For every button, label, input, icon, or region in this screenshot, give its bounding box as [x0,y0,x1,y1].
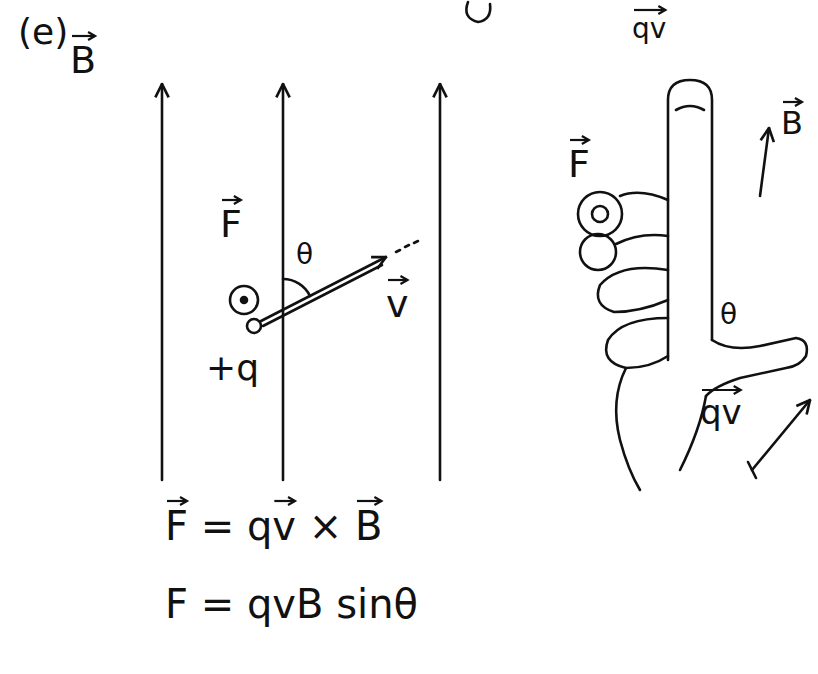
vector-arrow-shaft [357,500,381,502]
symbol-label: B [781,104,803,142]
hand-middle-finger [616,235,668,244]
vector-arrow-shaft [702,389,741,391]
field-line [282,84,285,480]
symbol-label: v [386,282,409,328]
fingertip-circle [592,206,608,222]
out-of-page-dot [241,297,247,303]
angle-arc [283,279,310,296]
vector-arrow-shaft [634,9,665,11]
symbol-label: B [70,38,96,84]
symbol-label: θ [296,238,313,272]
hand-middle-finger [620,193,668,200]
symbol-label: (e) [18,10,68,53]
velocity-vector [261,257,386,321]
hand-thumb [706,338,807,396]
dotted-continuation [396,241,418,252]
field-line [161,84,164,480]
symbol-label: F [220,202,242,248]
equation: F = qvB sinθ [165,580,418,628]
out-of-page-symbol [230,286,258,314]
velocity-direction-arrow [752,400,810,470]
field-direction-arrow [760,128,769,196]
symbol-label: qv [632,12,666,46]
symbol-label: θ [720,298,737,332]
field-line [439,84,442,480]
symbol-label: qv [700,392,742,433]
hand-curled-finger [598,268,668,312]
partial-sketch [466,2,490,22]
velocity-vector [263,265,382,326]
symbol-label: F [568,142,590,188]
charge [247,319,261,333]
symbol-label: +q [206,346,259,389]
hand-palm [616,368,640,490]
hand-curled-finger [606,318,668,368]
hand-index-finger [668,80,712,360]
hand-nail [676,106,704,110]
fingertip-circle [578,192,622,236]
equation: F = qv × B [165,502,382,550]
velocity-direction-arrow [748,462,756,478]
fingertip-circle [580,234,616,270]
